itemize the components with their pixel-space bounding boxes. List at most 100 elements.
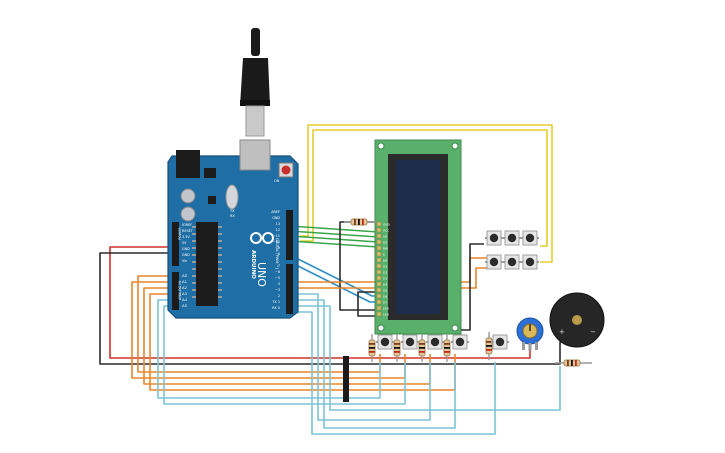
pin-label-power: 5V <box>182 241 187 245</box>
input-buttons-row[interactable] <box>368 332 509 362</box>
digital-header-bottom <box>286 264 293 314</box>
lcd-pin-label: D6 <box>383 294 387 298</box>
button-cap-icon <box>430 337 440 347</box>
piezo-buzzer[interactable]: + − <box>549 292 605 348</box>
power-header <box>172 222 179 266</box>
pin-label-digital: ~10 <box>273 240 280 244</box>
lcd-pin <box>376 251 382 257</box>
wire-green-3 <box>289 235 379 243</box>
pin-label-power: GND <box>182 247 190 251</box>
lcd-pin-label: D5 <box>383 288 387 292</box>
wire-lightblue-6 <box>290 311 496 435</box>
wire-lightblue-5 <box>290 305 561 411</box>
lcd-pin-label: V0 <box>383 234 387 238</box>
wire-green-4 <box>289 240 379 248</box>
resistor-buzzer <box>555 359 592 367</box>
wire-red-5v <box>109 246 531 359</box>
potentiometer[interactable] <box>516 317 544 351</box>
resistor-lcd <box>344 218 376 226</box>
pushbutton[interactable] <box>426 334 444 350</box>
pushbutton[interactable] <box>503 254 521 270</box>
lcd-pin <box>376 239 382 245</box>
arduino-logo-icon <box>250 232 274 244</box>
pin-label-digital: RX 0 <box>272 306 280 310</box>
usb-cable <box>240 28 270 137</box>
pin-label-digital: GND <box>272 216 280 220</box>
wire-green-2 <box>289 230 379 238</box>
pin-label-digital: 2 <box>278 294 280 298</box>
buzzer-plus-label: + <box>559 328 565 336</box>
pushbutton[interactable] <box>503 230 521 246</box>
analog-title: ANALOG IN <box>178 281 182 300</box>
resistor <box>443 334 451 362</box>
lcd-pin-label: GND <box>383 222 391 226</box>
digital-header-top <box>286 210 293 260</box>
wire-keypad-black <box>460 243 484 331</box>
lcd-pin-label: D1 <box>383 264 387 268</box>
pin-label-analog: A2 <box>182 285 188 290</box>
resistor <box>393 334 401 362</box>
lcd-pin <box>376 287 382 293</box>
power-jack <box>176 150 200 178</box>
pushbutton[interactable] <box>376 334 394 350</box>
wire-lightblue-3 <box>290 293 431 421</box>
crystal <box>225 184 239 210</box>
digital-label: DIGITAL (PWM ~) <box>275 238 279 270</box>
pin-label-digital: ~5 <box>275 276 280 280</box>
pin-label-digital: ~3 <box>275 288 280 292</box>
resistor <box>485 332 493 360</box>
pushbutton[interactable] <box>451 334 469 350</box>
pin-label-power: IOREF <box>182 223 192 227</box>
lcd-screen <box>396 160 440 314</box>
lcd-pin <box>376 221 382 227</box>
button-cap-icon <box>489 233 499 243</box>
pin-label-digital: 4 <box>278 282 280 286</box>
pushbutton[interactable] <box>491 334 509 350</box>
pin-label-digital: 13 <box>276 222 280 226</box>
keypad-buttons[interactable] <box>485 230 539 270</box>
wire-lightblue-1 <box>157 299 381 399</box>
pin-label-power: 3.3V <box>182 235 190 239</box>
lcd-pin <box>376 275 382 281</box>
lcd-pin-label: D4 <box>383 282 387 286</box>
button-cap-icon <box>489 257 499 267</box>
button-cap-icon <box>380 337 390 347</box>
pin-label-analog: A1 <box>182 279 188 284</box>
lcd-pin <box>376 257 382 263</box>
button-cap-icon <box>495 337 505 347</box>
resistor <box>368 334 376 362</box>
pushbutton[interactable] <box>485 254 503 270</box>
lcd-pin-label: LED <box>383 312 390 316</box>
tx-label: TX <box>229 209 235 213</box>
lcd-pin <box>376 281 382 287</box>
l-label: L <box>228 203 230 207</box>
button-cap-icon <box>405 337 415 347</box>
lcd-pin-label: RW <box>383 246 388 250</box>
board-logo: UNO <box>255 262 268 287</box>
pushbutton[interactable] <box>401 334 419 350</box>
pushbutton[interactable] <box>521 230 539 246</box>
usb-jack <box>239 139 271 171</box>
lcd-pin <box>376 227 382 233</box>
reset-button[interactable] <box>281 165 291 175</box>
arduino-uno-board[interactable]: ARDUINO UNO AREFGND1312~11~10~987~6~54~3… <box>167 139 299 319</box>
lcd-pin-label: E <box>383 252 385 256</box>
pin-label-digital: 12 <box>276 228 280 232</box>
wire-yellow-2 <box>300 129 548 247</box>
wire-black-lcd-2 <box>357 291 378 317</box>
lcd-pin <box>376 299 382 305</box>
pin-label-digital: ~11 <box>273 234 280 238</box>
button-cap-icon <box>525 233 535 243</box>
pin-label-digital: 8 <box>278 252 280 256</box>
lcd-pin <box>376 233 382 239</box>
lcd-pin-label: LED <box>383 306 390 310</box>
button-cap-icon <box>507 233 517 243</box>
wire-blue-1 <box>289 254 378 297</box>
power-title: POWER <box>178 227 182 240</box>
lcd-pin <box>376 245 382 251</box>
pushbutton[interactable] <box>521 254 539 270</box>
pushbutton[interactable] <box>485 230 503 246</box>
